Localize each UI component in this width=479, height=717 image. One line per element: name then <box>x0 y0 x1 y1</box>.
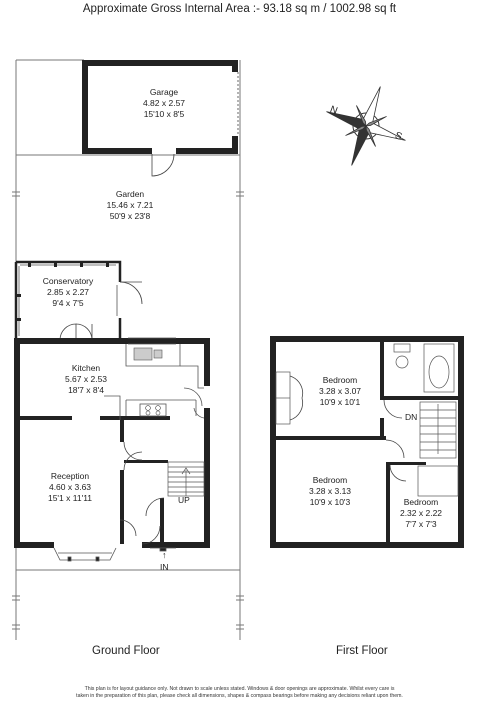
entrance-arrow-icon: ↑ <box>162 550 167 560</box>
first-doors <box>289 375 407 482</box>
stairs-up-label: UP <box>178 495 190 505</box>
first-windows <box>300 336 464 548</box>
bedroom1-label: Bedroom 3.28 x 3.07 10'9 x 10'1 <box>318 375 362 407</box>
garage-door-swing <box>151 72 239 177</box>
kitchen-label: Kitchen 5.67 x 2.53 18'7 x 8'4 <box>64 363 108 395</box>
kitchen-units <box>125 344 204 417</box>
disclaimer: This plan is for layout guidance only. N… <box>76 686 403 699</box>
first-fittings <box>275 343 459 497</box>
sink <box>133 347 163 361</box>
conservatory-doors <box>59 281 143 341</box>
ground-floor-title: Ground Floor <box>92 645 160 657</box>
kitchen-cupboard-curve <box>104 387 205 420</box>
garden-label: Garden 15.46 x 7.21 50'9 x 23'8 <box>106 189 154 221</box>
reception-label: Reception 4.60 x 3.63 15'1 x 11'11 <box>47 471 93 503</box>
conservatory-label: Conservatory 2.85 x 2.27 9'4 x 7'5 <box>42 276 94 308</box>
garage-walls <box>82 60 238 154</box>
front-door <box>150 547 176 552</box>
first-inner-walls <box>276 342 458 542</box>
hob <box>145 405 161 416</box>
reception-window <box>53 547 117 562</box>
stairs-down-label: DN <box>405 412 418 422</box>
first-floor-title: First Floor <box>336 645 388 657</box>
bedroom2-label: Bedroom 3.28 x 3.13 10'9 x 10'3 <box>308 475 352 507</box>
house-outer-walls <box>14 338 210 548</box>
entrance-label: IN <box>160 562 169 572</box>
kitchen-window <box>128 337 176 345</box>
conservatory-mullions <box>16 262 109 321</box>
first-outer-walls <box>270 336 464 548</box>
conservatory-walls <box>14 260 122 340</box>
ground-stairs <box>167 461 205 497</box>
ground-inner-doors <box>119 441 165 545</box>
first-stairs <box>419 401 457 459</box>
boundary-ticks <box>12 191 244 630</box>
conservatory-windows <box>18 264 118 336</box>
garage-label: Garage 4.82 x 2.57 15'10 x 8'5 <box>142 87 186 119</box>
compass-rose <box>326 86 406 166</box>
house-inner-walls <box>20 416 170 544</box>
gross-internal-area: Approximate Gross Internal Area :- 93.18… <box>82 3 397 15</box>
bedroom3-label: Bedroom 2.32 x 2.22 7'7 x 7'3 <box>399 497 443 529</box>
